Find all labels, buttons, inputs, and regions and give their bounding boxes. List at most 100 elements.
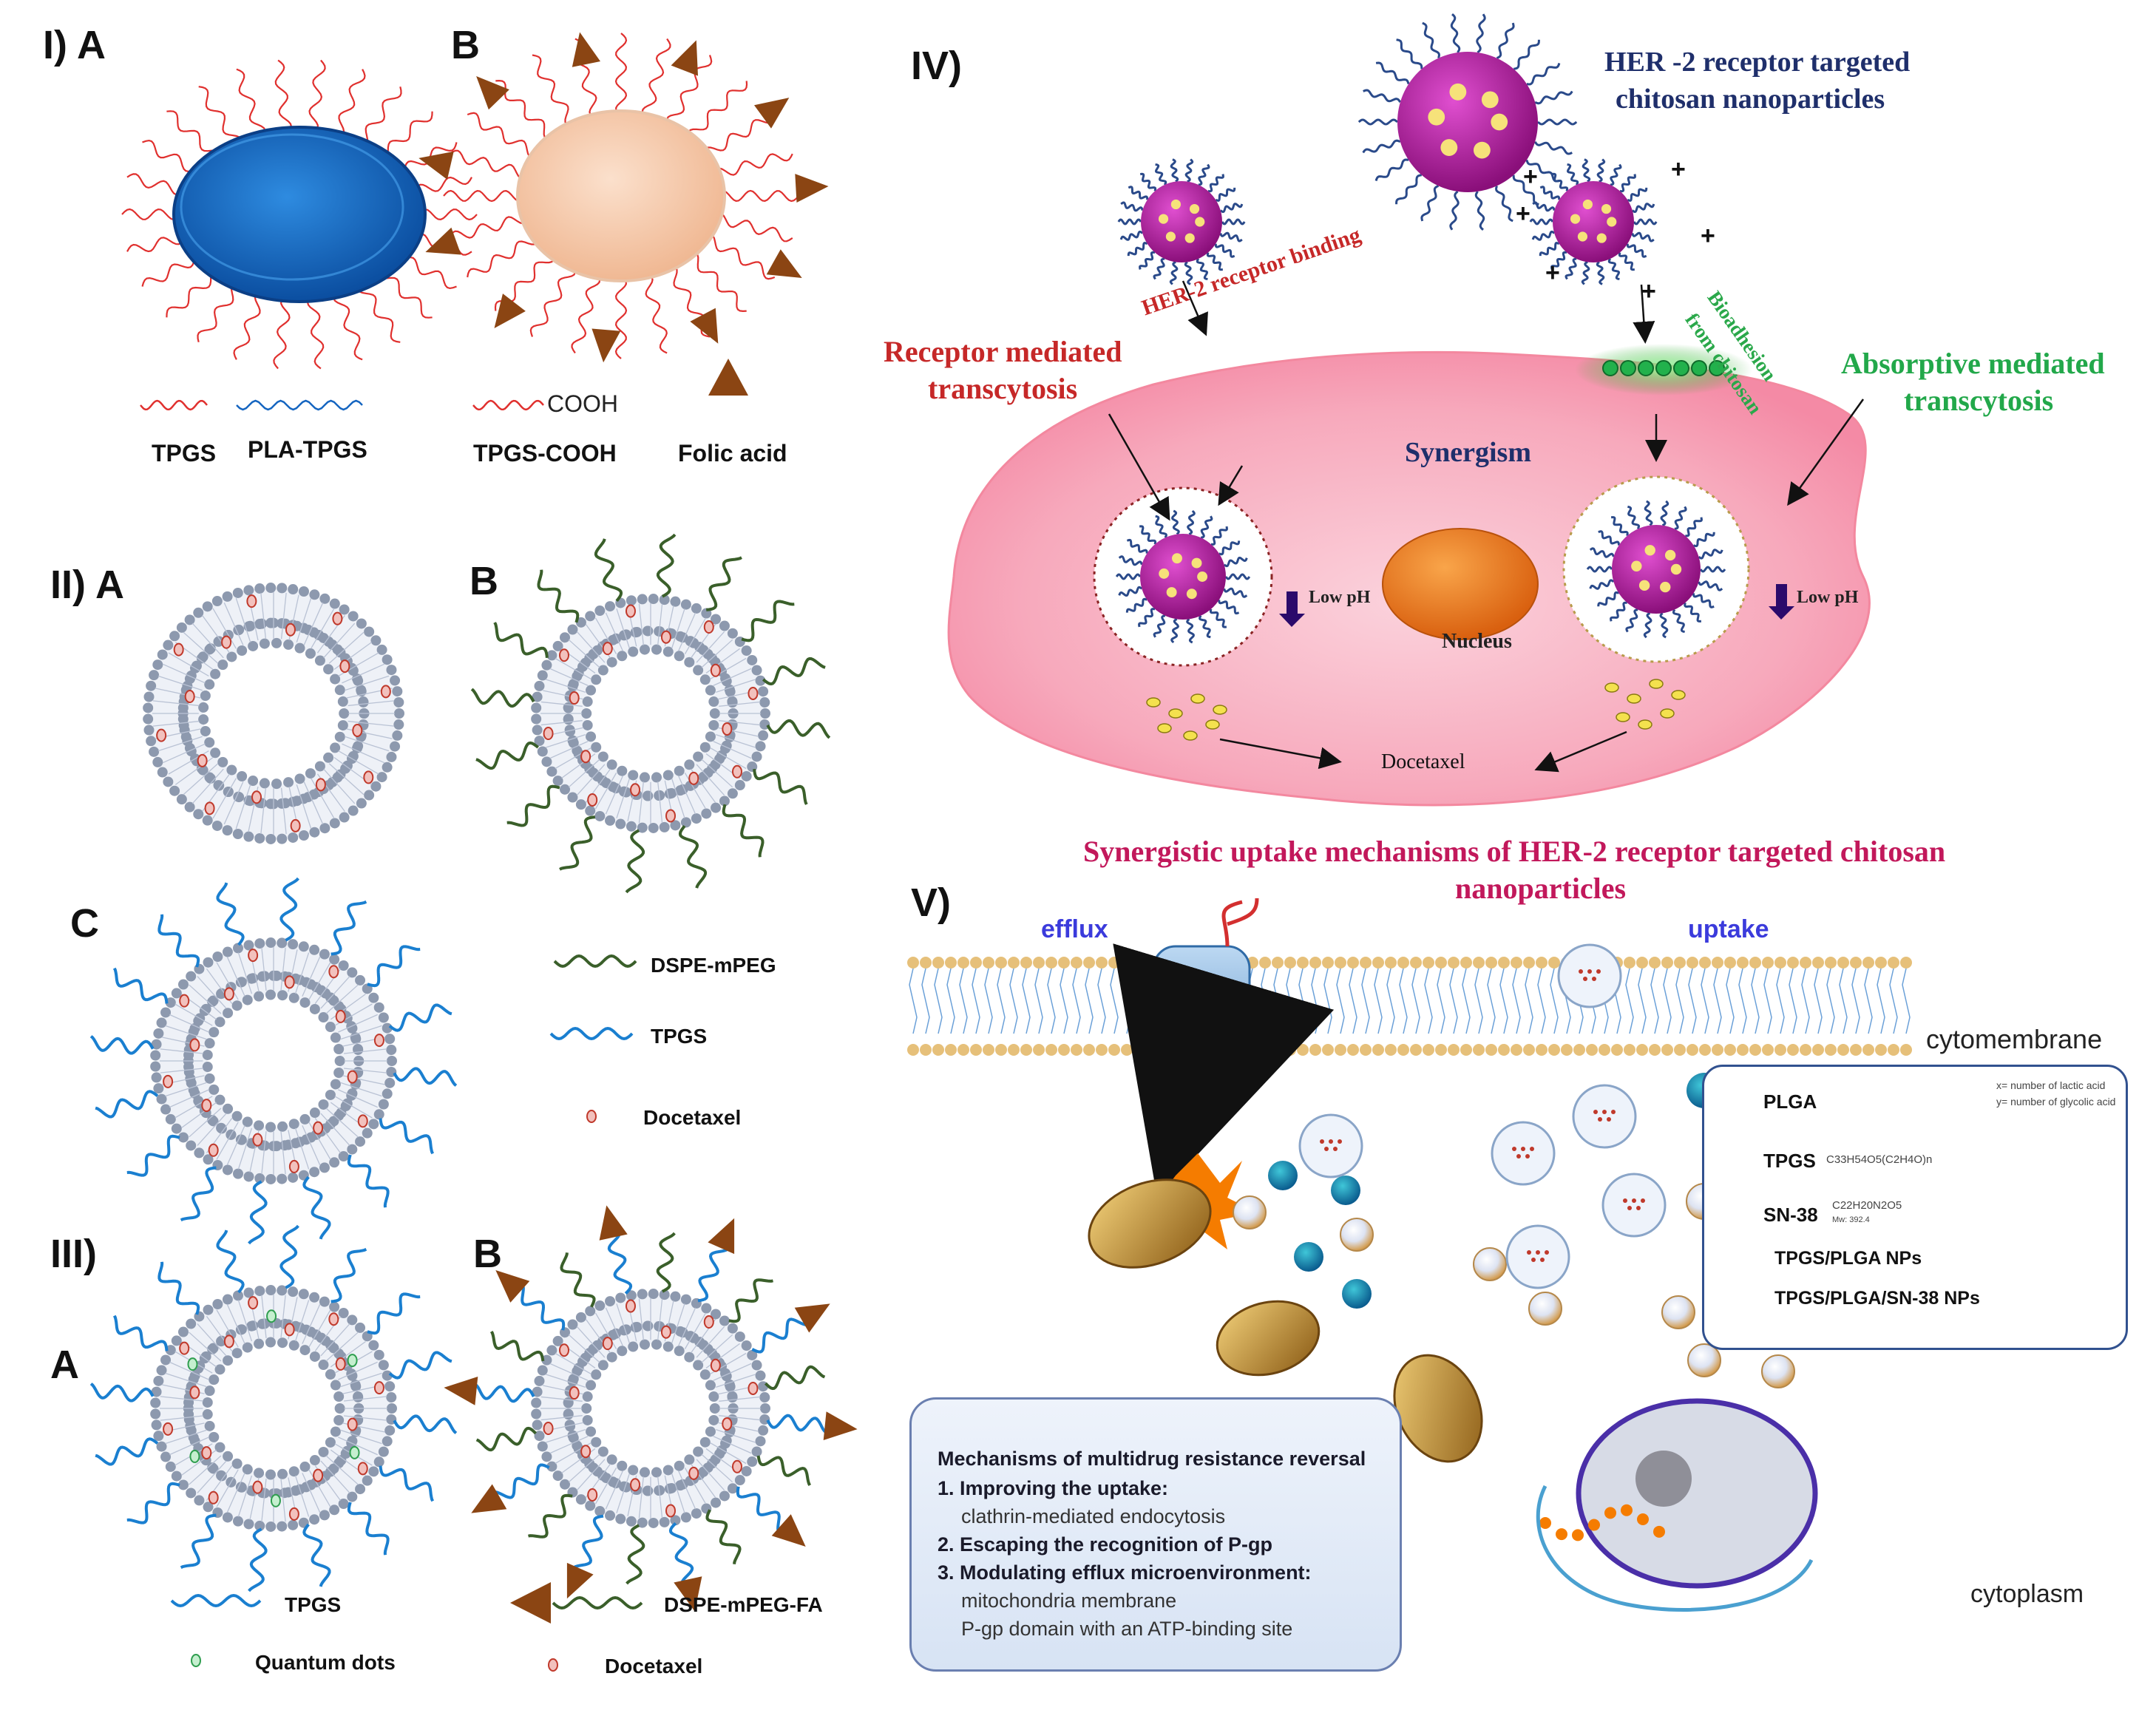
lipid-head xyxy=(176,622,187,633)
lipid-head xyxy=(265,1173,277,1184)
lipid-tail xyxy=(302,1125,321,1165)
np-payload xyxy=(1195,217,1205,227)
surface-chain xyxy=(656,1232,676,1293)
lipid-head xyxy=(711,1309,722,1320)
lipid-head xyxy=(254,1338,265,1349)
legend-tpgs-iii: TPGS xyxy=(285,1593,342,1616)
lipid-head xyxy=(243,585,254,596)
lipid-tail xyxy=(325,1455,359,1485)
lipid-head xyxy=(325,1369,336,1380)
membrane-head-top xyxy=(1322,957,1334,969)
lipid-head xyxy=(386,1045,397,1056)
lipid-head xyxy=(537,1441,548,1452)
membrane-head-top xyxy=(1800,957,1811,969)
membrane-tail xyxy=(1349,968,1354,1002)
membrane-head-top xyxy=(1523,957,1535,969)
docetaxel-dot xyxy=(189,1038,200,1052)
membrane-head-top xyxy=(1058,957,1070,969)
np-chain xyxy=(1625,608,1638,633)
surface-chain xyxy=(705,1509,742,1564)
membrane-head-bottom xyxy=(1624,1044,1635,1056)
lipid-head xyxy=(711,802,722,813)
docetaxel-dot xyxy=(288,1507,299,1521)
lipid-head xyxy=(607,1329,618,1340)
membrane-tail xyxy=(1663,968,1668,1002)
lipid-tail xyxy=(684,1468,707,1505)
tpgs-plga-sn38-np xyxy=(1557,943,1622,1008)
lipid-tail xyxy=(549,1436,589,1454)
legend-tpgs: TPGS xyxy=(152,440,217,467)
quantum-dot xyxy=(189,1449,200,1463)
chitosan-bead xyxy=(1709,360,1725,376)
er-particle xyxy=(1621,1504,1633,1516)
lipid-head xyxy=(318,1099,329,1110)
lipid-head xyxy=(243,1287,254,1298)
legend-pla-tpgs-swatch xyxy=(236,399,363,411)
lipid-head xyxy=(356,798,367,809)
np-payload xyxy=(1596,233,1607,243)
np-drug-dot xyxy=(1320,1139,1324,1144)
membrane-head-bottom xyxy=(1687,1044,1698,1056)
membrane-tail xyxy=(1805,1000,1810,1034)
lipid-head xyxy=(153,1083,164,1094)
docetaxel-dot xyxy=(373,1034,384,1048)
lipid-head xyxy=(392,730,403,741)
legend-dspe-mpeg-swatch xyxy=(553,954,637,969)
lipid-head xyxy=(719,796,730,807)
lipid-head xyxy=(563,714,574,725)
lipid-head xyxy=(358,696,369,708)
membrane-head-top xyxy=(1724,957,1736,969)
np-chain xyxy=(1525,159,1560,183)
docetaxel-dot xyxy=(248,1296,259,1310)
lipid-head xyxy=(597,1360,609,1371)
membrane-tail xyxy=(1122,968,1128,1002)
lipid-head xyxy=(552,1471,563,1482)
lipid-tail xyxy=(237,1475,253,1517)
np-chain xyxy=(1210,526,1228,546)
lipid-tail xyxy=(174,1003,213,1026)
iv-receptor-line1: Receptor mediated xyxy=(884,335,1122,368)
docetaxel-dot xyxy=(665,809,677,823)
lipid-head xyxy=(628,1341,639,1352)
cationic-charge: + xyxy=(1516,200,1530,228)
lipid-head xyxy=(288,939,299,950)
lipid-head xyxy=(151,1386,162,1397)
lipid-head xyxy=(339,604,350,615)
np-chain xyxy=(1674,506,1687,530)
membrane-head-bottom xyxy=(1674,1044,1686,1056)
folic-acid-mark xyxy=(690,308,719,344)
np-payload xyxy=(1166,587,1177,598)
lipid-head xyxy=(248,640,259,651)
membrane-tail xyxy=(1889,968,1894,1002)
lipid-head xyxy=(194,963,205,974)
lipid-head xyxy=(265,1521,277,1532)
panel-label-III-B: B xyxy=(473,1232,502,1276)
surface-chain xyxy=(756,1455,812,1486)
membrane-head-top xyxy=(1272,957,1284,969)
lipid-head xyxy=(177,1132,189,1143)
membrane-head-bottom xyxy=(1812,1044,1824,1056)
docetaxel-dot xyxy=(688,771,699,785)
lipid-head xyxy=(143,691,155,702)
lipid-tail xyxy=(701,1453,733,1483)
membrane-tail xyxy=(1076,1000,1081,1034)
membrane-tail xyxy=(1701,968,1706,1002)
lipid-tail xyxy=(260,787,267,835)
lipid-head xyxy=(637,822,648,833)
lipid-tail xyxy=(549,668,589,686)
membrane-tail xyxy=(1537,968,1542,1002)
lipid-head xyxy=(340,763,351,774)
lipid-head xyxy=(568,1374,579,1385)
lipid-tail xyxy=(160,1048,203,1054)
membrane-head-top xyxy=(1020,957,1032,969)
lipid-head xyxy=(581,708,592,719)
np-chain xyxy=(1374,158,1409,182)
lipid-head xyxy=(347,1144,358,1155)
lipid-head xyxy=(298,941,309,952)
lipid-tail xyxy=(540,1396,583,1402)
lipid-tail xyxy=(157,675,203,691)
lipid-head xyxy=(146,736,157,747)
iv-low-ph-right: Low pH xyxy=(1797,588,1859,607)
np-chain xyxy=(1153,614,1166,638)
membrane-tail xyxy=(1277,1000,1282,1034)
